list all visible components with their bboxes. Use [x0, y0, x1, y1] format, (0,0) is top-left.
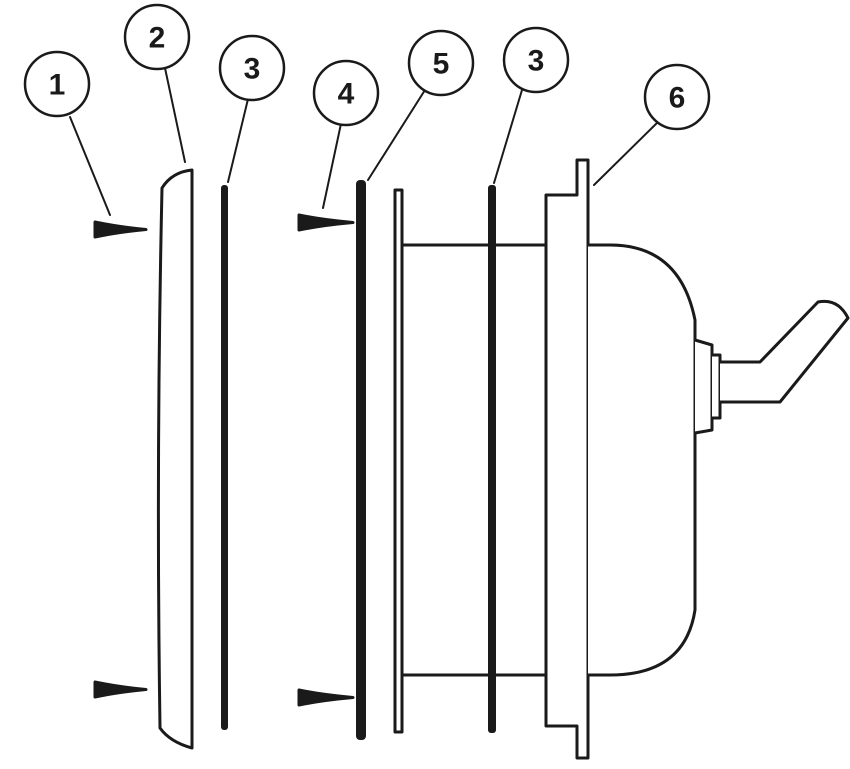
leader-line-6 — [593, 119, 661, 186]
leader-line-2 — [164, 67, 186, 163]
callout-circle-4 — [312, 59, 380, 127]
callout-label-4: 4 — [338, 78, 355, 111]
screw-top-right — [297, 213, 355, 232]
callout-circle-3b — [502, 26, 570, 94]
gasket-thin-left — [221, 185, 228, 730]
leader-line-5 — [367, 89, 426, 181]
leader-lines — [69, 67, 661, 216]
callout-circle-3a — [218, 34, 286, 102]
gasket-thick — [356, 180, 366, 740]
callout-label-2: 2 — [149, 22, 166, 55]
leader-line-3b — [493, 89, 523, 184]
gasket-thin-right — [488, 185, 496, 733]
callout-label-6: 6 — [669, 82, 686, 115]
callout-label-1: 1 — [49, 69, 66, 102]
leader-line-3a — [227, 98, 249, 183]
callout-circle-5 — [407, 29, 475, 97]
screw-bottom-right — [297, 688, 355, 707]
callout-label-3b: 3 — [528, 45, 545, 78]
leader-line-1 — [69, 116, 111, 216]
callout-label-3a: 3 — [244, 53, 261, 86]
screw-bottom-left — [93, 680, 148, 699]
callout-circle-2 — [123, 3, 191, 71]
leader-line-4 — [322, 118, 343, 209]
callout-circle-6 — [643, 63, 711, 131]
trim-ring — [156, 168, 194, 750]
screw-top-left — [93, 220, 148, 239]
callout-label-5: 5 — [433, 48, 450, 81]
housing — [393, 158, 850, 760]
callout-circle-1 — [23, 50, 91, 118]
